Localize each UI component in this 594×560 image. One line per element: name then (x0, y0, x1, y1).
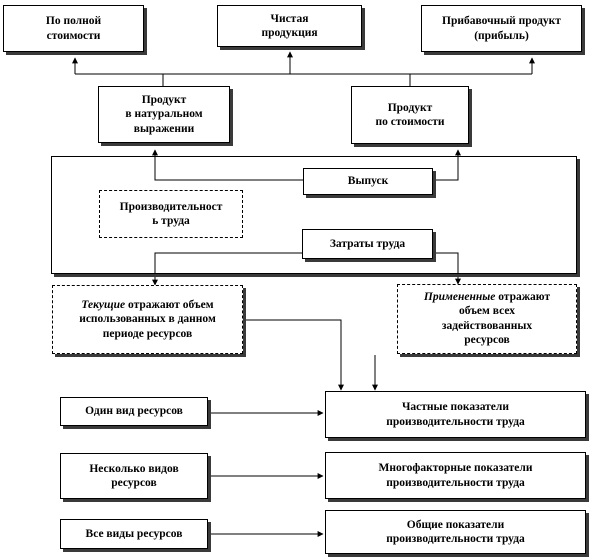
node-applied-term: Примененные (423, 291, 496, 303)
node-general-indicators-label: Общие показатели производительности труд… (386, 518, 525, 545)
arrow-current-to-partial (243, 319, 344, 391)
node-labor-costs: Затраты труда (302, 229, 433, 259)
node-surplus-product: Прибавочный продукт (прибыль) (421, 5, 582, 52)
node-applied-text: Примененные отражают объем всех задейств… (424, 290, 550, 348)
node-product-cost-label: Продукт по стоимости (375, 101, 445, 128)
node-one-resource: Один вид ресурсов (60, 397, 208, 426)
node-net-product-label: Чистая продукция (261, 12, 318, 39)
node-current-term: Текущие (81, 298, 126, 311)
node-all-resources: Все виды ресурсов (60, 519, 208, 549)
node-partial-indicators-label: Частные показатели производительности тр… (386, 401, 525, 428)
node-full-cost: По полной стоимости (3, 5, 144, 52)
node-product-natural-label: Продукт в натуральном выражении (125, 93, 203, 135)
node-net-product: Чистая продукция (217, 5, 362, 47)
node-partial-indicators: Частные показатели производительности тр… (325, 391, 586, 438)
node-full-cost-label: По полной стоимости (45, 15, 102, 42)
productivity-frame (51, 156, 577, 274)
node-applied: Примененные отражают объем всех задейств… (397, 284, 577, 354)
node-productivity: Производительност ь труда (99, 190, 243, 238)
node-all-resources-label: Все виды ресурсов (85, 527, 183, 540)
arrow-labor-to-current (152, 252, 302, 286)
node-multifactor-indicators-label: Многофакторные показатели производительн… (378, 462, 533, 489)
node-output: Выпуск (303, 168, 433, 195)
node-product-cost: Продукт по стоимости (351, 86, 469, 144)
node-labor-costs-label: Затраты труда (329, 237, 406, 250)
node-applied-rest: отражают объем всех задействованных ресу… (441, 291, 551, 347)
node-general-indicators: Общие показатели производительности труд… (325, 510, 586, 554)
arrow-output-to-cost (433, 149, 461, 181)
node-product-natural: Продукт в натуральном выражении (98, 86, 230, 143)
node-current-rest: отражают объем использованных в данном п… (79, 298, 216, 340)
node-surplus-product-label: Прибавочный продукт (прибыль) (442, 15, 561, 42)
node-output-label: Выпуск (347, 175, 389, 188)
node-several-resources: Несколько видов ресурсов (60, 453, 208, 499)
node-several-resources-label: Несколько видов ресурсов (89, 462, 179, 489)
node-productivity-label: Производительност ь труда (119, 200, 223, 227)
node-current: Текущие отражают объем использованных в … (52, 285, 243, 354)
arrow-output-to-natural (152, 149, 303, 181)
node-current-text: Текущие отражают объем использованных в … (79, 298, 216, 341)
node-multifactor-indicators: Многофакторные показатели производительн… (325, 452, 586, 499)
node-one-resource-label: Один вид ресурсов (85, 405, 183, 418)
